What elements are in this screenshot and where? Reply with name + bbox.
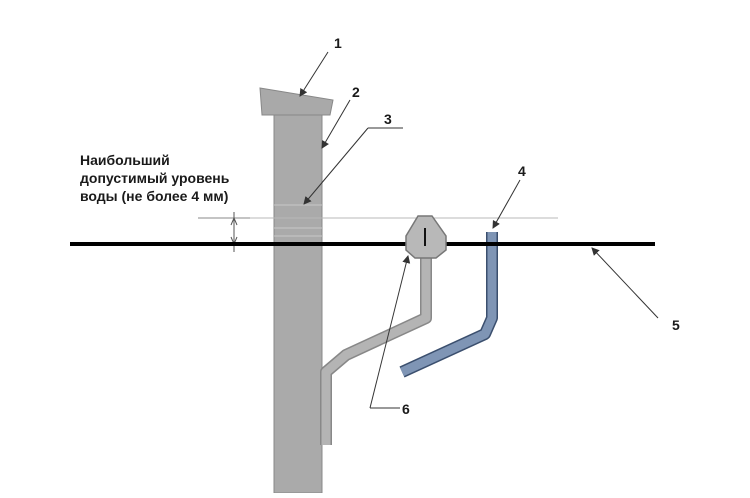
leader-1 — [299, 51, 329, 97]
water-level-note-line-1: Наибольший — [80, 152, 170, 168]
water-level-note-line-3: воды (не более 4 мм) — [80, 188, 229, 204]
leader-5 — [591, 247, 659, 319]
callout-5: 5 — [672, 317, 680, 333]
callout-2: 2 — [352, 84, 360, 100]
dimension-arrow — [230, 216, 238, 226]
blue-tube-fill — [400, 232, 497, 377]
water-level-note-line-2: допустимый уровень — [80, 170, 230, 186]
leader-6 — [369, 255, 411, 409]
leader-2 — [321, 99, 351, 149]
callout-1: 1 — [334, 35, 342, 51]
leader-3-diag — [303, 127, 369, 205]
callout-3: 3 — [384, 111, 392, 127]
post-cap — [259, 87, 334, 116]
leader-4 — [492, 179, 521, 229]
callout-6: 6 — [402, 401, 410, 417]
vertical-post — [273, 114, 323, 494]
grey-pipe-fill — [321, 255, 431, 445]
grey-pipe — [320, 255, 432, 445]
callout-4: 4 — [518, 163, 526, 179]
